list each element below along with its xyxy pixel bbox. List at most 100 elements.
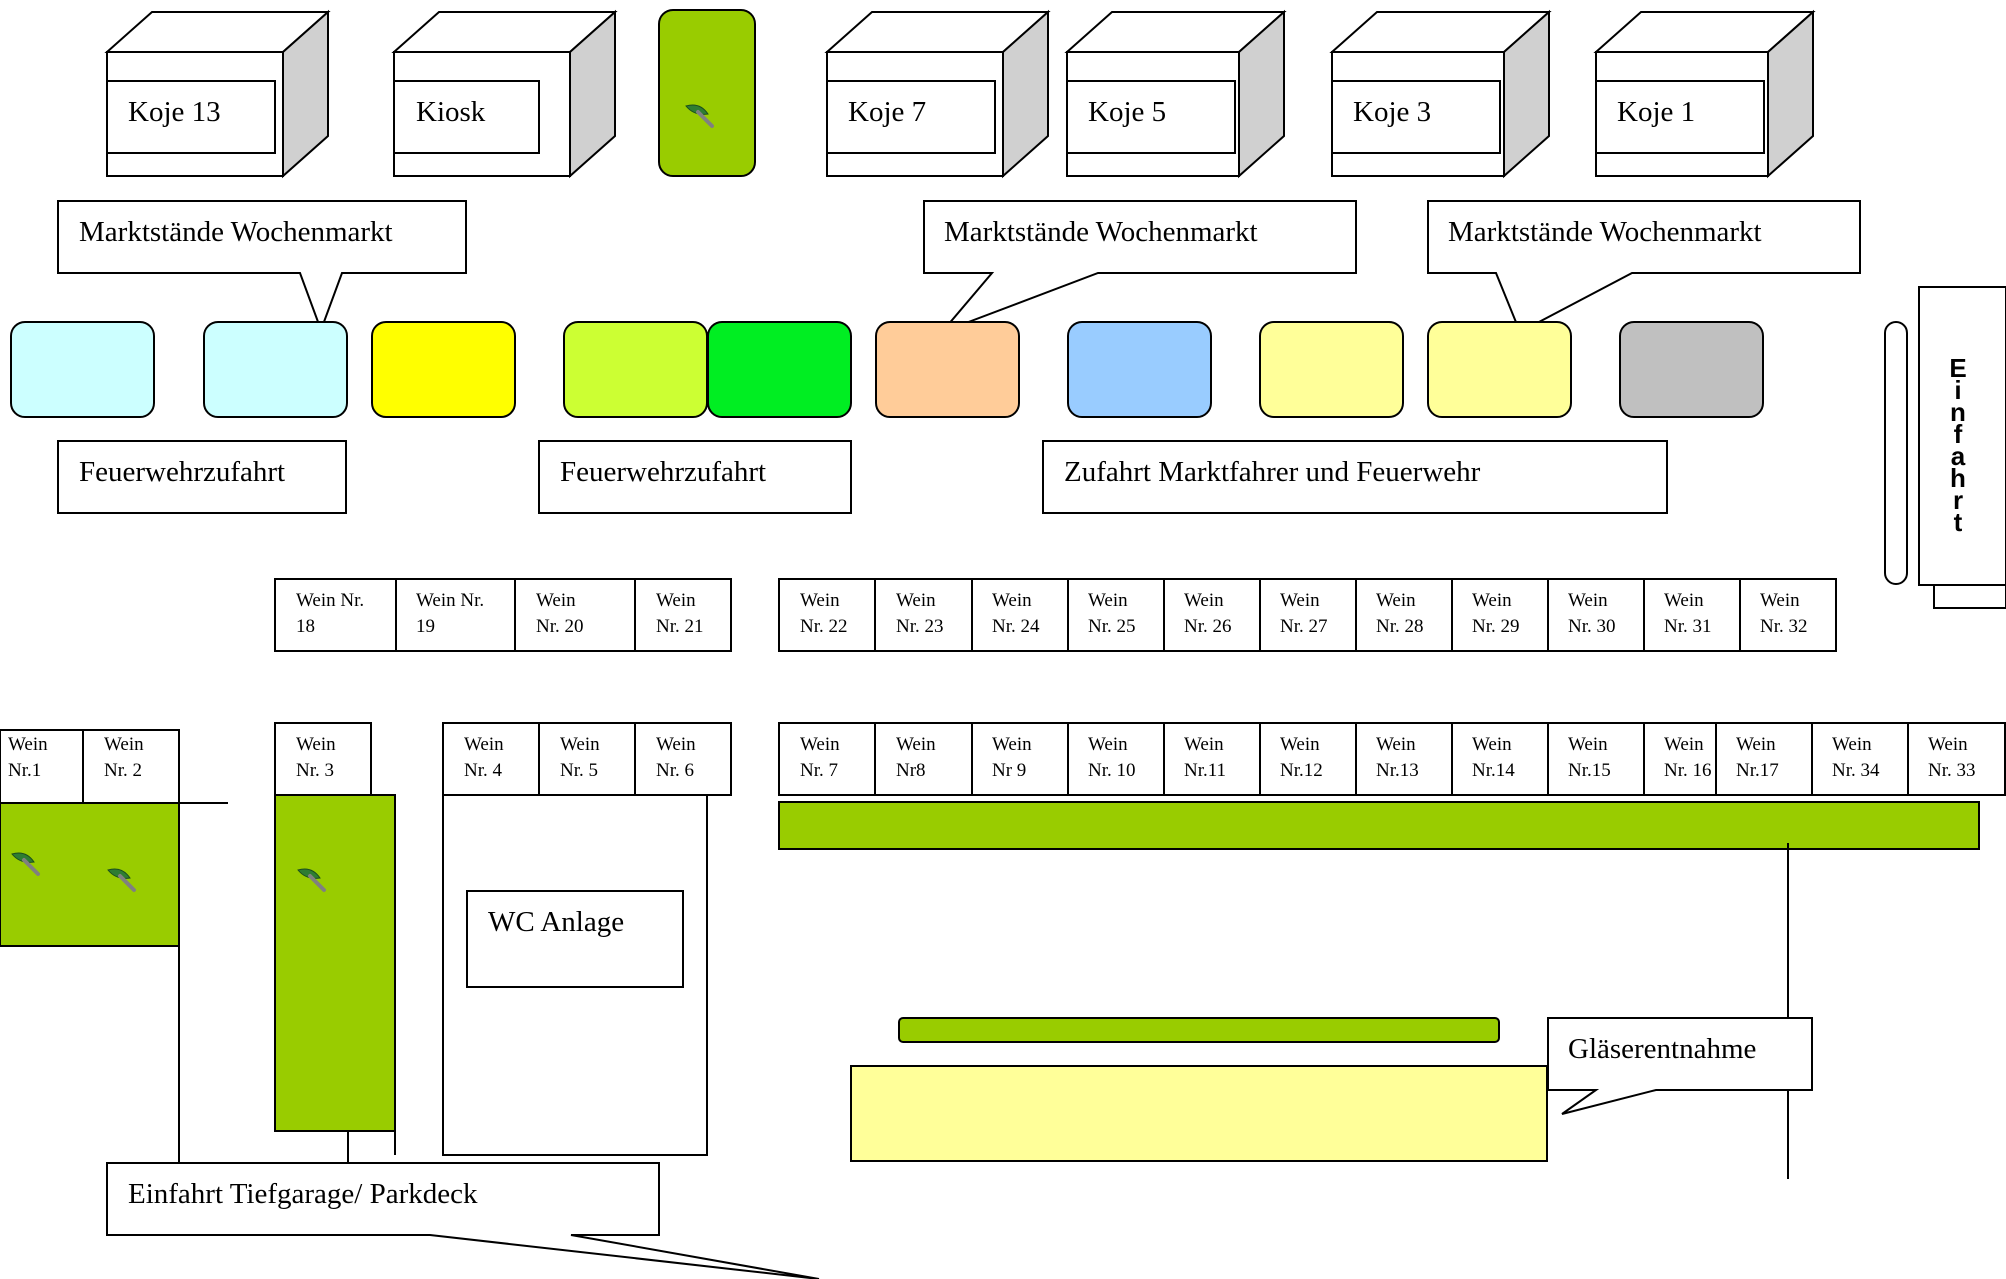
wine-label-line2: Nr. 33 — [1928, 760, 1976, 781]
wine-stand-label: Wein Nr.18 — [296, 588, 364, 640]
fire-access-box-1 — [57, 440, 347, 514]
wine-label-line1: Wein — [992, 590, 1032, 611]
wine-label-line1: Wein — [1088, 734, 1128, 755]
wine-stand-label: Wein Nr.19 — [416, 588, 484, 640]
wine-label-line1: Wein — [8, 734, 48, 755]
wc-block — [442, 722, 732, 1156]
wine-label-line1: Wein — [104, 734, 144, 755]
wine-label-line2: Nr.15 — [1568, 760, 1611, 781]
wine-label-line1: Wein — [1472, 590, 1512, 611]
wine-label-line2: 19 — [416, 616, 435, 637]
market-callout-label: Marktstände Wochenmarkt — [79, 216, 393, 248]
booth-koje-13 — [104, 9, 331, 179]
wine-label-line2: 18 — [296, 616, 315, 637]
glass-label: Gläserentnahme — [1568, 1033, 1757, 1065]
wine-label-line1: Wein — [1280, 734, 1320, 755]
wine-row-lower-right — [778, 722, 2006, 796]
wine-label-line2: Nr. 7 — [800, 760, 838, 781]
wine-label-line1: Wein — [1832, 734, 1872, 755]
garage-label: Einfahrt Tiefgarage/ Parkdeck — [128, 1178, 478, 1210]
wine-label-line1: Wein — [296, 734, 336, 755]
booth-koje-5 — [1064, 9, 1287, 179]
wine-label-line2: Nr. 24 — [992, 616, 1040, 637]
booth-label: Koje 7 — [848, 96, 927, 128]
wine-label-line2: Nr. 2 — [104, 760, 142, 781]
wine-label-line2: Nr. 26 — [1184, 616, 1232, 637]
wine-label-line1: Wein — [1376, 590, 1416, 611]
callout-garage — [106, 1162, 820, 1279]
wine-label-line1: Wein — [464, 734, 504, 755]
callout-market-1 — [57, 200, 467, 333]
wine-label-line2: Nr.14 — [1472, 760, 1515, 781]
market-stall — [875, 321, 1020, 418]
wine-label-line1: Wein — [656, 590, 696, 611]
wine-label-line2: Nr.17 — [1736, 760, 1779, 781]
wine-label-line1: Wein — [1184, 590, 1224, 611]
booth-koje-3 — [1329, 9, 1552, 179]
wine-label-line2: Nr.12 — [1280, 760, 1323, 781]
wine-label-line2: Nr. 34 — [1832, 760, 1880, 781]
wine-label-line2: Nr 9 — [992, 760, 1027, 781]
wine-label-line1: Wein — [800, 590, 840, 611]
wine-label-line2: Nr. 16 — [1664, 760, 1712, 781]
wine-label-line1: Wein — [1760, 590, 1800, 611]
booth-koje-7 — [824, 9, 1051, 179]
wine-label-line2: Nr. 20 — [536, 616, 584, 637]
wine-label-line1: Wein — [896, 734, 936, 755]
wine-row-upper — [274, 578, 1837, 652]
callout-glass — [1547, 1017, 1813, 1115]
booth-koje-1 — [1593, 9, 1816, 179]
wine-label-line1: Wein — [896, 590, 936, 611]
wine-label-line1: Wein — [1928, 734, 1968, 755]
vendor-access-box — [1042, 440, 1668, 514]
wine-label-line2: Nr. 25 — [1088, 616, 1136, 637]
glass-counter — [850, 1065, 1548, 1162]
booth-kiosk — [391, 9, 618, 179]
wine-label-line2: Nr. 5 — [560, 760, 598, 781]
market-stall — [563, 321, 708, 418]
wine-label-line1: Wein — [536, 590, 576, 611]
wine-label-line2: Nr. 27 — [1280, 616, 1328, 637]
left-green-area — [0, 802, 228, 1163]
access-label: Feuerwehrzufahrt — [560, 456, 767, 488]
wine-label-line2: Nr. 28 — [1376, 616, 1424, 637]
wine-label-line1: Wein — [800, 734, 840, 755]
wine-label-line1: Wein — [1736, 734, 1776, 755]
wine-label-line1: Wein — [1472, 734, 1512, 755]
market-stall — [707, 321, 852, 418]
wc-label: WC Anlage — [488, 906, 625, 938]
wine-label-line2: Nr. 4 — [464, 760, 502, 781]
market-stall — [1619, 321, 1764, 418]
booth-label: Koje 3 — [1353, 96, 1432, 128]
wine-label-line1: Wein — [1184, 734, 1224, 755]
market-stall — [203, 321, 348, 418]
wine-label-line2: Nr. 21 — [656, 616, 704, 637]
market-stalls — [10, 321, 1764, 418]
wine-label-line1: Wein — [560, 734, 600, 755]
market-callout-label: Marktstände Wochenmarkt — [1448, 216, 1762, 248]
wine-label-line2: Nr.11 — [1184, 760, 1227, 781]
wine-label-line1: Wein — [1280, 590, 1320, 611]
wine-label-line1: Wein — [1088, 590, 1128, 611]
callout-market-3 — [1427, 200, 1861, 334]
callout-market-2 — [923, 200, 1357, 335]
